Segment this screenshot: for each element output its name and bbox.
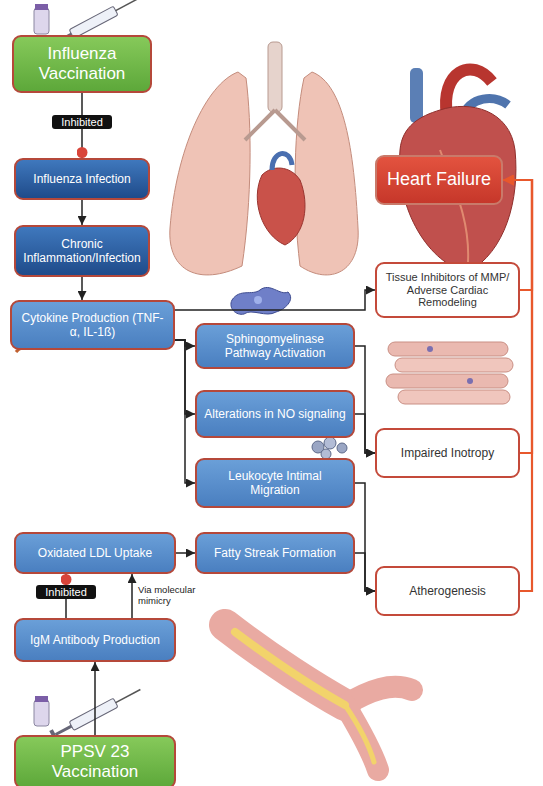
vaccine-box: Influenza Vaccination: [12, 35, 152, 93]
syringe-top-part: [35, 4, 48, 10]
muscle-fibers-part: [467, 378, 473, 384]
inhibited-badge: Inhibited: [52, 115, 112, 129]
leukocyte-cluster-part: [324, 437, 336, 449]
process-box: IgM Antibody Production: [14, 618, 176, 662]
syringe-top-part-part: [116, 0, 141, 11]
node-label: Tissue Inhibitors of MMP/ Adverse Cardia…: [384, 271, 511, 310]
process-box: Fatty Streak Formation: [195, 532, 355, 574]
process-box: Leukocyte Intimal Migration: [195, 458, 355, 508]
lungs-illustration: [170, 42, 358, 275]
node-label: Cytokine Production (TNF-α, IL-1ß): [19, 311, 166, 339]
connector: [355, 346, 375, 453]
connector: [355, 483, 375, 591]
lungs-illustration-part: [245, 110, 305, 140]
node-label: IgM Antibody Production: [30, 633, 160, 647]
connector: [94, 662, 96, 735]
node-label: PPSV 23 Vaccination: [23, 742, 167, 782]
outcome-box: Tissue Inhibitors of MMP/ Adverse Cardia…: [375, 262, 520, 318]
syringe-top-part-part: [69, 6, 118, 38]
muscle-fibers-part: [388, 342, 508, 356]
node-label: Alterations in NO signaling: [204, 407, 345, 421]
node-label: Influenza Vaccination: [21, 44, 143, 84]
connector: [503, 180, 532, 591]
process-box: Influenza Infection: [14, 158, 150, 200]
syringe-bottom: [34, 684, 143, 742]
muscle-fibers-part: [395, 358, 513, 372]
process-box: Oxidated LDL Uptake: [14, 532, 176, 574]
node-label: Leukocyte Intimal Migration: [204, 469, 346, 497]
syringe-bottom-part: [49, 684, 143, 742]
outcome-box: Impaired Inotropy: [375, 428, 520, 478]
syringe-bottom-part: [34, 700, 49, 726]
process-box: Sphingomyelinase Pathway Activation: [195, 323, 355, 369]
connector: [175, 290, 375, 310]
node-label: Chronic Inflammation/Infection: [23, 237, 141, 265]
outcome-box: Atherogenesis: [375, 566, 520, 616]
node-label: Fatty Streak Formation: [214, 546, 336, 560]
heart-failure-box: Heart Failure: [375, 155, 503, 205]
inhibited-badge: Inhibited: [36, 585, 96, 599]
node-label: Heart Failure: [387, 169, 491, 190]
lungs-illustration-part: [170, 72, 250, 275]
lungs-illustration-part: [268, 42, 282, 112]
node-label: Atherogenesis: [409, 584, 486, 598]
syringe-bottom-part: [35, 696, 48, 702]
node-label: Impaired Inotropy: [401, 446, 494, 460]
node-label: Influenza Infection: [33, 172, 130, 186]
connector: [81, 200, 83, 225]
connector: [175, 340, 195, 483]
vaccine-box: PPSV 23 Vaccination: [14, 735, 176, 786]
connector: [355, 553, 375, 591]
leukocyte-cluster-part: [337, 443, 347, 453]
heart-illustration-part: [410, 68, 423, 123]
syringe-bottom-part-part: [116, 689, 141, 702]
artery-illustration: [225, 625, 412, 770]
artery-illustration-part: [345, 705, 378, 770]
connector: [131, 574, 133, 618]
leukocyte-cluster: [312, 437, 347, 459]
muscle-fibers-part: [398, 390, 510, 404]
lungs-illustration-part: [272, 154, 292, 170]
syringe-bottom-part-part: [56, 726, 72, 734]
artery-illustration-part: [225, 625, 345, 705]
artery-illustration-part: [235, 632, 345, 705]
edge-note: Via molecular mimicry: [137, 585, 201, 607]
lungs-illustration-part: [257, 168, 305, 245]
node-label: Oxidated LDL Uptake: [38, 546, 152, 560]
artery-illustration-part: [345, 705, 374, 762]
muscle-fibers-part: [427, 346, 433, 352]
muscle-fibers-part: [386, 374, 508, 388]
node-label: Sphingomyelinase Pathway Activation: [204, 332, 346, 360]
connector: [81, 277, 83, 300]
process-box: Alterations in NO signaling: [195, 390, 355, 438]
connector: [176, 552, 195, 554]
protein-icon-part: [254, 296, 262, 304]
connector: [355, 414, 375, 453]
syringe-top-part: [34, 8, 49, 34]
process-box: Chronic Inflammation/Infection: [14, 225, 150, 277]
syringe-bottom-part-part: [69, 698, 118, 730]
process-box: Cytokine Production (TNF-α, IL-1ß): [10, 300, 175, 350]
muscle-fibers: [386, 342, 513, 404]
lungs-illustration-part: [295, 72, 358, 275]
